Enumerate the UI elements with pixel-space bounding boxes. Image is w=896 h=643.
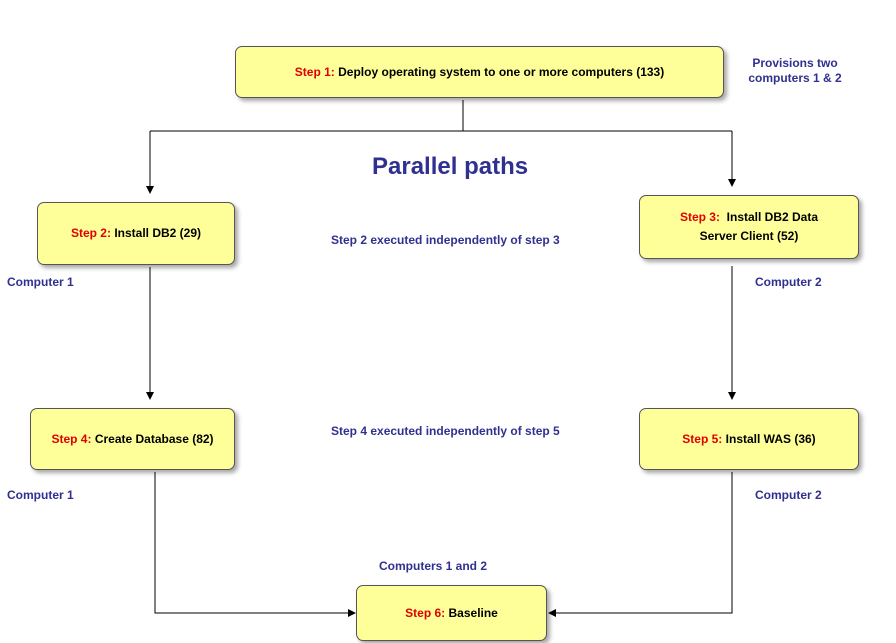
computer2-label-bottom: Computer 2 <box>755 488 822 502</box>
step1-text: Deploy operating system to one or more c… <box>338 64 665 79</box>
provisions-note: Provisions two computers 1 & 2 <box>745 56 845 86</box>
computers-both-label: Computers 1 and 2 <box>379 559 488 573</box>
step3-box[interactable]: Step 3: Install DB2 Data Server Client (… <box>639 195 859 259</box>
step5-box[interactable]: Step 5: Install WAS (36) <box>639 408 859 470</box>
step1-box[interactable]: Step 1: Deploy operating system to one o… <box>235 46 724 98</box>
provisions-line2: computers 1 & 2 <box>748 71 842 85</box>
step6-box[interactable]: Step 6: Baseline <box>356 585 547 641</box>
parallel-note-4-5: Step 4 executed independently of step 5 <box>331 424 560 438</box>
parallel-note-2-3: Step 2 executed independently of step 3 <box>331 233 560 247</box>
step2-box[interactable]: Step 2: Install DB2 (29) <box>37 202 235 265</box>
step5-label: Step 5: <box>682 431 723 446</box>
step5-text: Install WAS (36) <box>725 431 816 446</box>
step4-text: Create Database (82) <box>94 431 214 446</box>
computer1-label-top: Computer 1 <box>7 275 74 289</box>
diagram-title: Parallel paths <box>372 153 529 180</box>
provisions-line1: Provisions two <box>752 56 838 70</box>
step2-text: Install DB2 (29) <box>114 226 202 240</box>
step2-label: Step 2: <box>70 226 111 240</box>
step1-label: Step 1: <box>294 64 335 79</box>
step4-label: Step 4: <box>51 431 92 446</box>
computer2-label-top: Computer 2 <box>755 275 822 289</box>
computer1-label-bottom: Computer 1 <box>7 488 74 502</box>
step3-text-line1: Install DB2 Data <box>726 210 819 224</box>
arrow-step4-to-step6 <box>154 472 356 617</box>
step3-label: Step 3: <box>679 210 720 224</box>
step6-text: Baseline <box>448 605 498 620</box>
arrow-step5-to-step6 <box>548 472 733 617</box>
step4-box[interactable]: Step 4: Create Database (82) <box>30 408 235 470</box>
step6-label: Step 6: <box>405 605 446 620</box>
step3-text-line2: Server Client (52) <box>699 229 799 243</box>
